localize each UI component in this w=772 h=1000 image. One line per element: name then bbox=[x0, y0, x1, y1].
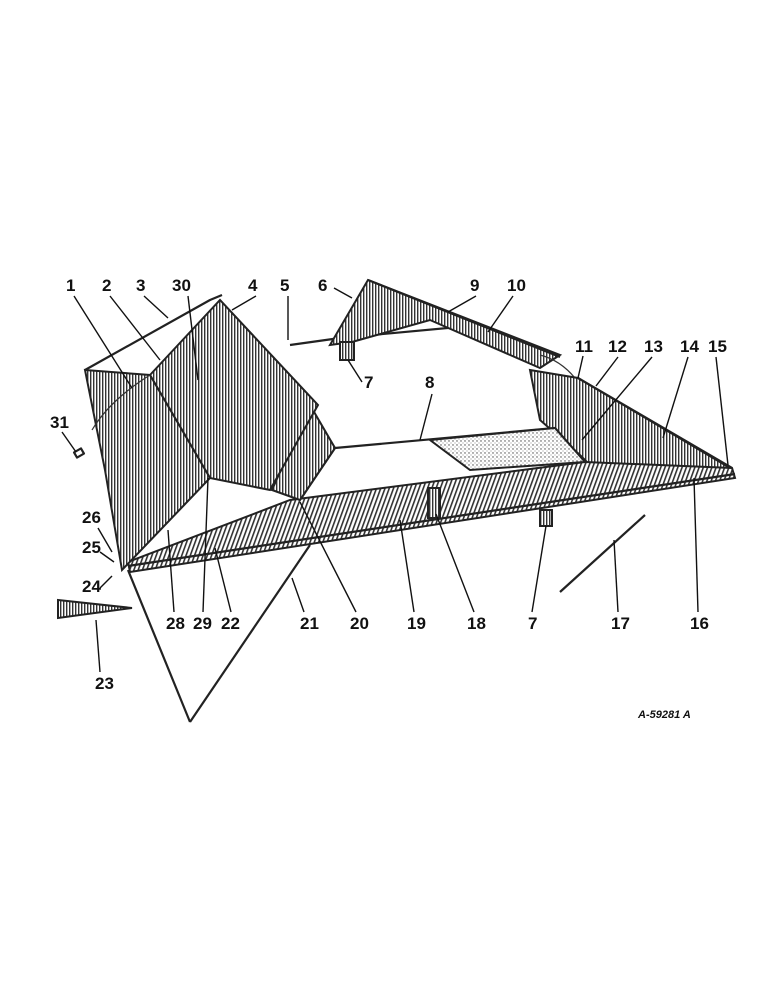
callout-25: 25 bbox=[82, 538, 101, 557]
callout-31: 31 bbox=[50, 413, 69, 432]
callout-7-top: 7 bbox=[364, 373, 373, 392]
callout-23: 23 bbox=[95, 674, 114, 693]
callout-8: 8 bbox=[425, 373, 434, 392]
callout-3: 3 bbox=[136, 276, 145, 295]
part-number: A-59281 A bbox=[637, 709, 691, 721]
callout-18: 18 bbox=[467, 614, 486, 633]
callout-14: 14 bbox=[680, 337, 699, 356]
callout-26: 26 bbox=[82, 508, 101, 527]
callout-1: 1 bbox=[66, 276, 75, 295]
callout-2: 2 bbox=[102, 276, 111, 295]
callout-17: 17 bbox=[611, 614, 630, 633]
callout-5: 5 bbox=[280, 276, 289, 295]
callout-labels: 1 2 3 30 4 5 6 9 10 11 12 13 14 15 7 8 3… bbox=[50, 276, 727, 693]
callout-29: 29 bbox=[193, 614, 212, 633]
callout-13: 13 bbox=[644, 337, 663, 356]
callout-21: 21 bbox=[300, 614, 319, 633]
callout-30: 30 bbox=[172, 276, 191, 295]
callout-20: 20 bbox=[350, 614, 369, 633]
callout-6: 6 bbox=[318, 276, 327, 295]
callout-16: 16 bbox=[690, 614, 709, 633]
leader-lines bbox=[61, 287, 729, 673]
callout-9: 9 bbox=[470, 276, 479, 295]
callout-11: 11 bbox=[575, 337, 593, 356]
callout-24: 24 bbox=[82, 577, 101, 596]
callout-10: 10 bbox=[507, 276, 526, 295]
callout-7-bottom: 7 bbox=[528, 614, 537, 633]
callout-15: 15 bbox=[708, 337, 727, 356]
callout-4: 4 bbox=[248, 276, 258, 295]
callout-19: 19 bbox=[407, 614, 426, 633]
callout-12: 12 bbox=[608, 337, 627, 356]
header-frame-drawing bbox=[57, 278, 737, 723]
callout-28: 28 bbox=[166, 614, 185, 633]
callout-22: 22 bbox=[221, 614, 240, 633]
